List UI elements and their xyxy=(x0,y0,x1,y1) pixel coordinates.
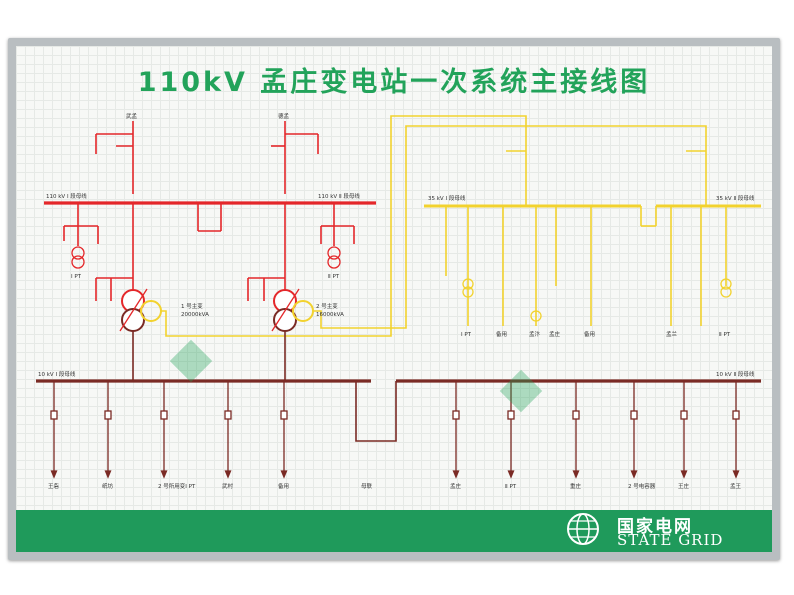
label-f35-0: Ⅰ PT xyxy=(461,332,472,338)
label-f10-r0: 孟庄 xyxy=(450,482,462,490)
feeder10-arrow-r0 xyxy=(452,470,460,479)
label-t1-name: 1 号主变 xyxy=(181,302,203,310)
feeder10-breaker-l3 xyxy=(224,410,232,420)
diagram-labels: 武孟 德孟 110 kV Ⅰ 段母线 110 kV Ⅱ 段母线 Ⅰ PT Ⅱ PT 1 号主… xyxy=(38,112,755,490)
label-f35-6: Ⅱ PT xyxy=(719,332,731,338)
diagram-title: 110kV 孟庄变电站一次系统主接线图 xyxy=(137,67,651,98)
feeder10-arrow-r3 xyxy=(630,470,638,479)
label-pt110-2: Ⅱ PT xyxy=(328,274,340,280)
label-f10-r2: 重庄 xyxy=(570,482,582,490)
feeder10-breaker-l2 xyxy=(160,410,168,420)
kv10-section xyxy=(36,331,761,442)
feeder10-arrow-l3 xyxy=(224,470,232,479)
label-f35-4: 备用 xyxy=(584,330,595,338)
label-f35-1: 备用 xyxy=(496,330,507,338)
label-bus10-2: 10 kV Ⅱ 段母线 xyxy=(716,370,755,378)
logo-en: STATE GRID xyxy=(617,531,724,549)
feeder10-arrow-r1 xyxy=(507,470,515,479)
main-transformer-2 xyxy=(271,288,314,332)
label-pt110-1: Ⅰ PT xyxy=(71,274,82,280)
label-line-left: 武孟 xyxy=(126,112,138,120)
feeder10-arrow-l2 xyxy=(160,470,168,479)
single-line-diagram: 武孟 德孟 110 kV Ⅰ 段母线 110 kV Ⅱ 段母线 Ⅰ PT Ⅱ PT 1 号主… xyxy=(36,112,761,490)
pt35-symbols xyxy=(462,278,732,322)
label-f35-3: 孟庄 xyxy=(549,330,561,338)
label-f10-l1: 纸坊 xyxy=(102,482,114,490)
feeder10-breaker-r5 xyxy=(732,410,740,420)
feeder10-breaker-r2 xyxy=(572,410,580,420)
label-bus110-1: 110 kV Ⅰ 段母线 xyxy=(46,192,87,200)
label-t2-name: 2 号主变 xyxy=(316,302,338,310)
feeder10-breaker-l4 xyxy=(280,410,288,420)
feeder10-breaker-l1 xyxy=(104,410,112,420)
feeder10-breaker-l0 xyxy=(50,410,58,420)
label-f35-5: 孟兰 xyxy=(666,330,678,338)
feeder10-arrow-l1 xyxy=(104,470,112,479)
label-bus110-2: 110 kV Ⅱ 段母线 xyxy=(318,192,360,200)
main-transformer-1 xyxy=(119,288,162,332)
board-frame: 110kV 孟庄变电站一次系统主接线图 xyxy=(8,38,780,560)
kv110-section xyxy=(44,121,376,301)
label-t2-capacity: 16000kVA xyxy=(316,312,344,318)
label-t1-capacity: 20000kVA xyxy=(181,312,209,318)
label-f10-mid: 母联 xyxy=(361,482,373,490)
kv35-section xyxy=(161,115,761,337)
logo-cn: 国家电网 xyxy=(617,517,693,537)
globe-icon xyxy=(567,513,599,545)
state-grid-logo: 国家电网 STATE GRID xyxy=(562,510,762,550)
feeder10-breaker-r4 xyxy=(680,410,688,420)
label-f10-r4: 王庄 xyxy=(678,482,690,490)
feeder10-arrow-r4 xyxy=(680,470,688,479)
label-bus35-2: 35 kV Ⅱ 段母线 xyxy=(716,194,755,202)
feeder10-arrow-l4 xyxy=(280,470,288,479)
feeder10-breaker-r3 xyxy=(630,410,638,420)
label-f10-r3: 2 号电容器 xyxy=(628,482,656,490)
pt110-symbols xyxy=(71,246,341,269)
feeder10-arrow-r5 xyxy=(732,470,740,479)
label-f10-r1: Ⅱ PT xyxy=(505,484,517,490)
feeder10-breaker-r1 xyxy=(507,410,515,420)
label-bus35-1: 35 kV Ⅰ 段母线 xyxy=(428,194,466,202)
kv10-feeders xyxy=(50,381,740,479)
feeder10-arrow-r2 xyxy=(572,470,580,479)
label-f10-r5: 孟王 xyxy=(730,482,742,490)
feeder10-arrow-l0 xyxy=(50,470,58,479)
label-bus10-1: 10 kV Ⅰ 段母线 xyxy=(38,370,76,378)
label-f35-2: 孟汴 xyxy=(529,330,541,338)
label-f10-l0: 王砦 xyxy=(48,482,60,490)
label-f10-l4: 备用 xyxy=(278,482,289,490)
feeder10-breaker-r0 xyxy=(452,410,460,420)
footer-band: 国家电网 STATE GRID xyxy=(16,510,772,552)
label-line-right: 德孟 xyxy=(278,112,290,120)
label-f10-l3: 武村 xyxy=(222,482,234,490)
diagram-board: 110kV 孟庄变电站一次系统主接线图 xyxy=(16,46,772,552)
label-f10-l2: 2 号所用变Ⅰ PT xyxy=(158,482,196,490)
